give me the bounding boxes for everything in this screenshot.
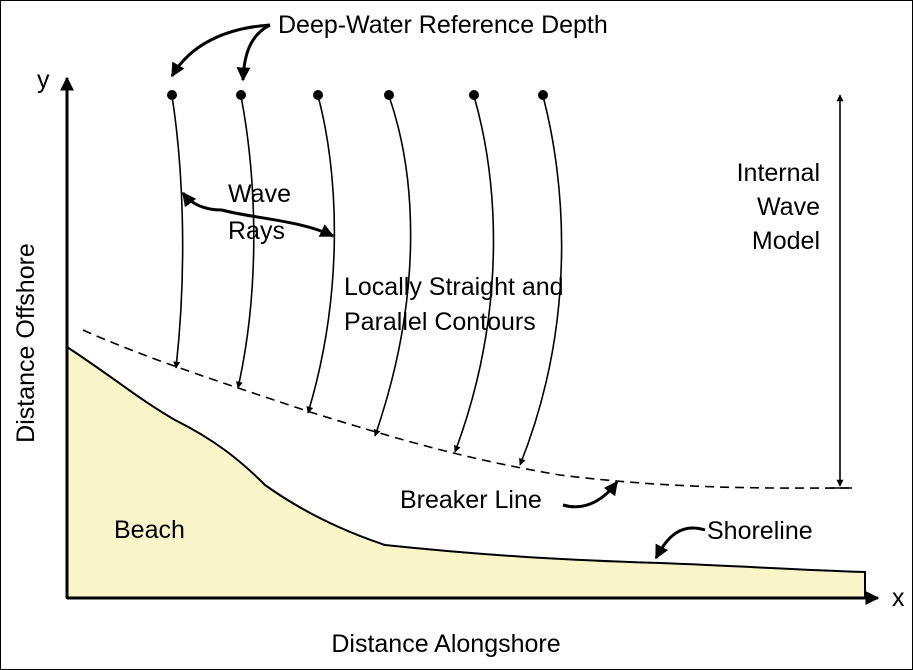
wave-ray [373,95,412,437]
reference-point [236,90,246,100]
reference-point [469,90,479,100]
wave-ray [235,95,255,389]
y-axis-title: Distance Offshore [12,243,40,443]
deep-water-pointer [236,23,271,82]
wave-ray [453,95,495,453]
breaker-line-label: Breaker Line [400,486,542,514]
internal-model-label-line3: Model [752,227,820,255]
wave-rays-pointer [181,191,223,212]
internal-model-label-line1: Internal [737,159,820,187]
wave-ray [306,95,336,414]
deep-water-pointer [170,23,271,78]
wave-rays-label-line2: Rays [228,217,285,245]
breaker-line [82,329,851,489]
y-axis-letter: y [37,66,50,94]
reference-point [384,90,394,100]
wave-ray [519,95,563,466]
x-axis-letter: x [892,584,905,612]
shoreline-label: Shoreline [707,517,813,545]
x-axis-title: Distance Alongshore [331,630,560,658]
reference-point [167,90,177,100]
wave-rays-pointer [221,208,335,238]
beach-area [66,345,866,599]
reference-point [313,90,323,100]
deep-water-label: Deep-Water Reference Depth [278,11,608,39]
wave-ray [171,95,184,369]
internal-model-label-line2: Wave [757,193,820,221]
reference-point [538,90,548,100]
contours-label-line1: Locally Straight and [344,273,564,301]
wave-rays-label-line1: Wave [228,180,291,208]
beach-label: Beach [114,516,185,544]
contours-label-line2: Parallel Contours [344,308,536,336]
breaker-pointer [562,480,619,509]
shoreline-pointer [654,526,706,560]
